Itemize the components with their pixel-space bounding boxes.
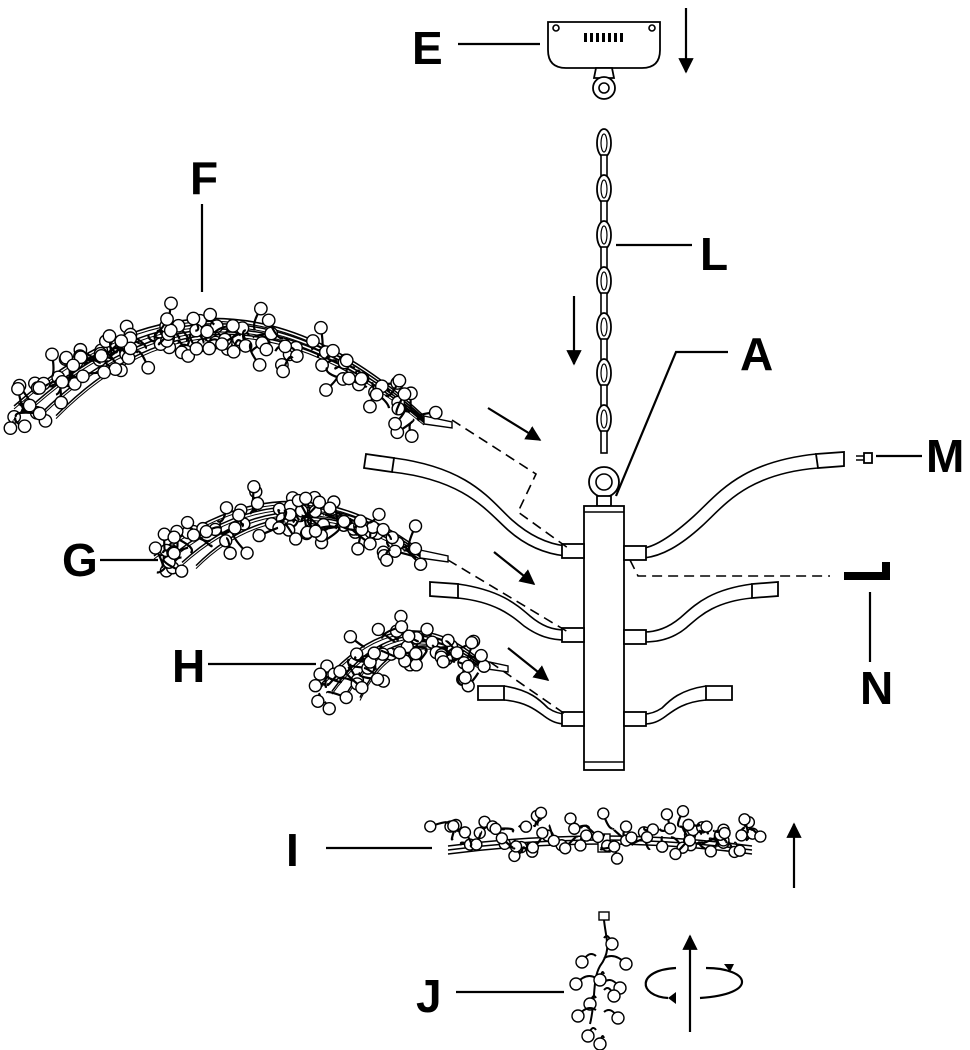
- dashed-link-n: [629, 559, 830, 577]
- label-h: H: [172, 640, 205, 692]
- canopy-e: [547, 21, 661, 100]
- dashed-link-f: [451, 419, 569, 549]
- arm-left-low: [477, 685, 585, 727]
- arm-right-top: [623, 451, 845, 561]
- bracket-n: [844, 562, 890, 580]
- chain-l: [596, 128, 612, 454]
- arrow-insert-f: [487, 407, 542, 441]
- label-i: I: [286, 824, 299, 876]
- arm-left-top: [362, 452, 585, 559]
- bottom-cluster-i: [424, 805, 767, 865]
- arrow-insert-g: [493, 551, 536, 585]
- pendant-j: [569, 911, 633, 1050]
- branch-f: [3, 296, 453, 443]
- label-g: G: [62, 534, 98, 586]
- dashed-link-g: [447, 559, 569, 633]
- connector-m: [856, 452, 873, 464]
- branch-g: [148, 480, 449, 578]
- arrow-insert-h: [507, 647, 550, 681]
- label-e: E: [412, 22, 443, 74]
- label-n: N: [860, 662, 893, 714]
- arm-right-low: [623, 685, 733, 727]
- label-m: M: [926, 430, 964, 482]
- label-j: J: [416, 970, 442, 1022]
- label-l: L: [700, 228, 728, 280]
- leader-a: [614, 350, 728, 497]
- arm-right-mid: [623, 581, 779, 645]
- arm-left-mid: [429, 581, 585, 643]
- rotate-arrow: [644, 934, 744, 1032]
- label-f: F: [190, 152, 218, 204]
- central-body-a: [362, 451, 845, 771]
- branch-h: [308, 609, 509, 716]
- label-a: A: [740, 328, 773, 380]
